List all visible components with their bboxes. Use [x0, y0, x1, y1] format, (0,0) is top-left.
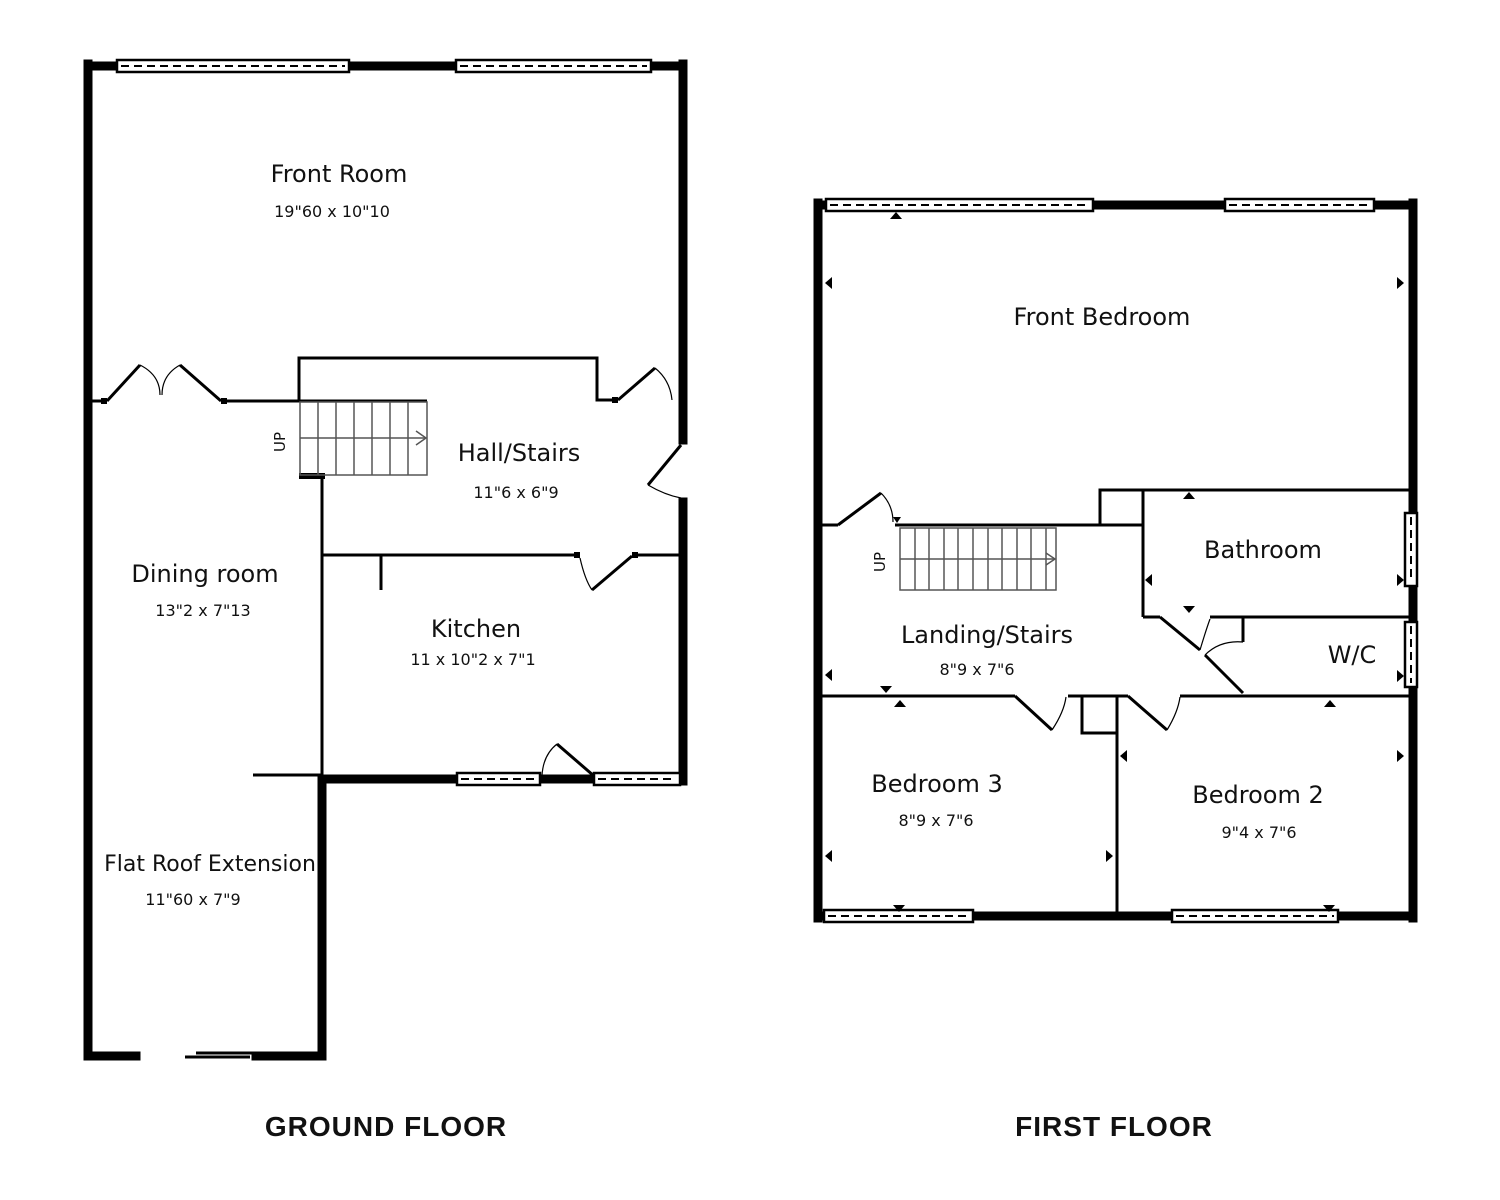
- bathroom-door: [1159, 615, 1211, 652]
- room-size: 9"4 x 7"6: [1221, 823, 1296, 842]
- room-name: Landing/Stairs: [901, 621, 1073, 649]
- double-door: [101, 363, 227, 404]
- door: [612, 366, 673, 403]
- window: [592, 771, 682, 787]
- room-size: 8"9 x 7"6: [939, 660, 1014, 679]
- airing-cupboard: [1098, 488, 1145, 527]
- floor-title: FIRST FLOOR: [1015, 1111, 1213, 1142]
- window: [1223, 197, 1376, 213]
- room-name: Kitchen: [431, 615, 521, 643]
- back-door: [541, 742, 595, 778]
- room-size: 19"60 x 10"10: [274, 202, 390, 221]
- room-name: Bedroom 2: [1192, 781, 1323, 809]
- window: [1170, 908, 1340, 924]
- wc-door: [1203, 641, 1245, 695]
- front-door: [646, 444, 683, 499]
- room-size: 11"6 x 6"9: [473, 483, 558, 502]
- room-name: Bathroom: [1204, 536, 1322, 564]
- window: [455, 771, 542, 787]
- cupboard: [1080, 694, 1119, 735]
- first-floor-plan: UP Front Bedroom Bathroom Landing/S: [813, 197, 1419, 1142]
- stairs: [899, 527, 1057, 591]
- room-name: W/C: [1328, 641, 1377, 669]
- room-name: Front Bedroom: [1014, 303, 1191, 331]
- window: [1403, 620, 1419, 689]
- floor-title: GROUND FLOOR: [265, 1111, 507, 1142]
- stairs-up-label: UP: [271, 432, 289, 452]
- stairs-up-label: UP: [871, 552, 889, 572]
- window: [454, 58, 653, 74]
- door: [574, 552, 638, 592]
- room-name: Hall/Stairs: [458, 439, 581, 467]
- window: [822, 908, 975, 924]
- room-size: 11"60 x 7"9: [145, 890, 240, 909]
- room-name: Flat Roof Extension: [104, 852, 316, 877]
- marker-arrows: [825, 212, 1404, 912]
- room-size: 13"2 x 7"13: [155, 601, 250, 620]
- window: [1403, 511, 1419, 588]
- room-size: 8"9 x 7"6: [898, 811, 973, 830]
- ground-floor-plan: UP Front Room 19"60 x 10"10 Hall/Stairs …: [83, 58, 688, 1142]
- room-size: 11 x 10"2 x 7"1: [410, 650, 535, 669]
- room-name: Front Room: [271, 160, 408, 188]
- window: [115, 58, 351, 74]
- room-name: Bedroom 3: [871, 770, 1002, 798]
- door: [837, 491, 894, 527]
- door: [1127, 694, 1181, 732]
- window: [824, 197, 1095, 213]
- stairs: [299, 401, 428, 476]
- room-name: Dining room: [131, 560, 278, 588]
- door: [1013, 694, 1067, 732]
